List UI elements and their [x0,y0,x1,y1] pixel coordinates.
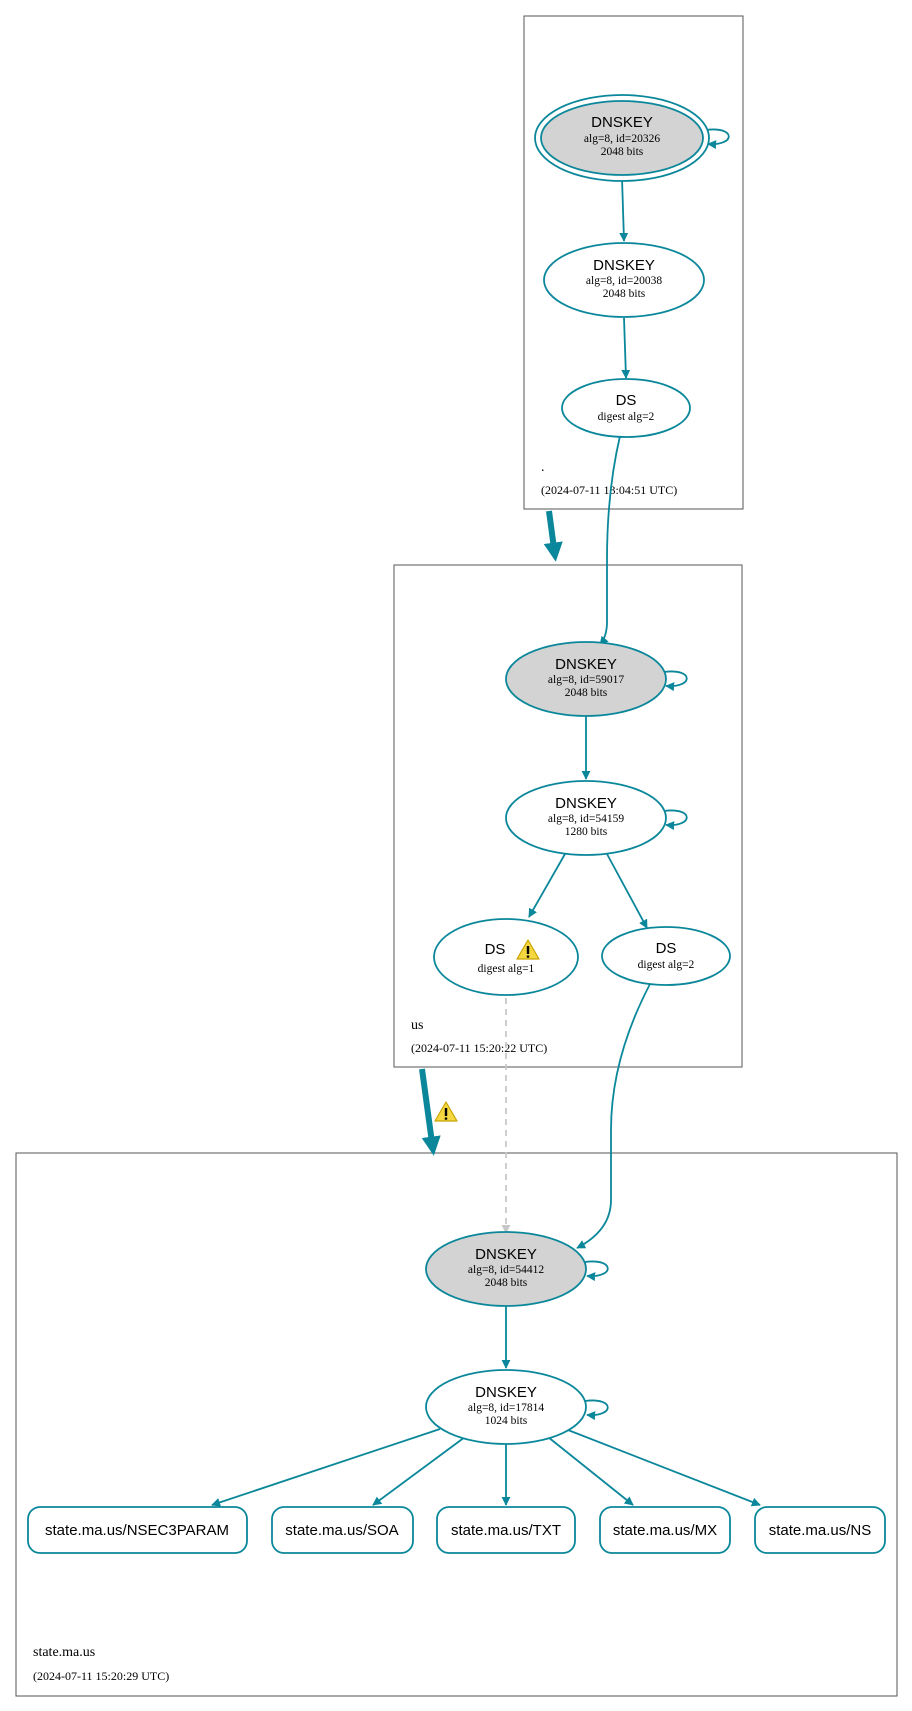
us-ksk-line2: 2048 bits [565,687,608,699]
root-ksk-node[interactable]: DNSKEY alg=8, id=20326 2048 bits [534,94,710,182]
edge-state-ksk-self [584,1260,609,1282]
edge-root-ksk-to-zsk [619,177,629,242]
zone-state-timestamp: (2024-07-11 15:20:29 UTC) [33,1669,169,1683]
edge-us-zsk-to-ds1 [528,853,566,918]
us-ds2-title: DS [656,940,677,957]
us-ds1-title: DS [485,941,506,958]
root-zsk-node[interactable]: DNSKEY alg=8, id=20038 2048 bits [543,242,705,318]
root-zsk-line2: 2048 bits [603,288,646,300]
us-zsk-line1: alg=8, id=54159 [548,813,624,825]
us-zsk-title: DNSKEY [555,795,617,812]
delegation-root-to-us [543,510,563,562]
edge-root-ksk-self [705,128,730,150]
root-ds-node[interactable]: DS digest alg=2 [561,378,691,438]
edge-us-zsk-to-ds2 [606,853,648,929]
root-zsk-line1: alg=8, id=20038 [586,275,662,287]
rrset-node-nsec3param[interactable]: state.ma.us/NSEC3PARAM [27,1506,248,1554]
edge-state-zsk-self [584,1399,609,1421]
rrset-node-ns[interactable]: state.ma.us/NS [754,1506,886,1554]
edge-state-zsk-to-ns [567,1429,761,1507]
edge-us-zsk-self [663,809,688,831]
us-zsk-node[interactable]: DNSKEY alg=8, id=54159 1280 bits [505,780,667,856]
edge-root-ds-to-us-ksk [599,435,621,646]
warning-icon [434,1101,458,1122]
root-ksk-line1: alg=8, id=20326 [584,133,660,145]
zone-state-name: state.ma.us [33,1645,95,1660]
rrset-label: state.ma.us/NSEC3PARAM [45,1522,229,1539]
rrset-label: state.ma.us/TXT [451,1522,561,1539]
rrset-node-mx[interactable]: state.ma.us/MX [599,1506,731,1554]
state-zsk-line1: alg=8, id=17814 [468,1402,544,1414]
edge-state-zsk-to-soa [372,1436,466,1506]
state-ksk-line2: 2048 bits [485,1277,528,1289]
us-ksk-line1: alg=8, id=59017 [548,674,624,686]
root-ds-title: DS [616,392,637,409]
rrset-node-txt[interactable]: state.ma.us/TXT [436,1506,576,1554]
rrset-label: state.ma.us/SOA [285,1522,398,1539]
zone-root-timestamp: (2024-07-11 13:04:51 UTC) [541,483,677,497]
root-ds-line1: digest alg=2 [598,411,655,423]
edge-us-ds2-to-state-ksk [576,983,651,1249]
us-ds1-node[interactable]: DS digest alg=1 [433,918,579,996]
zone-root-name: . [541,460,545,475]
us-ds2-line1: digest alg=2 [638,959,695,971]
state-zsk-line2: 1024 bits [485,1415,528,1427]
root-ksk-title: DNSKEY [591,114,653,131]
edge-root-zsk-to-ds [621,317,631,379]
state-ksk-node[interactable]: DNSKEY alg=8, id=54412 2048 bits [425,1231,587,1307]
edge-state-zsk-to-mx [547,1436,634,1506]
state-ksk-line1: alg=8, id=54412 [468,1264,544,1276]
us-ds2-node[interactable]: DS digest alg=2 [601,926,731,986]
state-zsk-title: DNSKEY [475,1384,537,1401]
zone-us-timestamp: (2024-07-11 15:20:22 UTC) [411,1041,547,1055]
us-ksk-title: DNSKEY [555,656,617,673]
state-zsk-node[interactable]: DNSKEY alg=8, id=17814 1024 bits [425,1369,587,1445]
rrset-label: state.ma.us/MX [613,1522,717,1539]
us-ksk-node[interactable]: DNSKEY alg=8, id=59017 2048 bits [505,641,667,717]
us-zsk-line2: 1280 bits [565,826,608,838]
warning-icon [516,939,540,960]
root-zsk-title: DNSKEY [593,257,655,274]
rrset-node-soa[interactable]: state.ma.us/SOA [271,1506,414,1554]
delegation-us-to-state [419,1068,441,1156]
us-ds1-line1: digest alg=1 [478,963,535,975]
rrset-label: state.ma.us/NS [769,1522,872,1539]
state-ksk-title: DNSKEY [475,1246,537,1263]
edge-state-zsk-to-nsec3param [211,1428,441,1507]
root-ksk-line2: 2048 bits [601,146,644,158]
zone-us-name: us [411,1018,423,1033]
edge-us-ksk-self [663,670,688,692]
